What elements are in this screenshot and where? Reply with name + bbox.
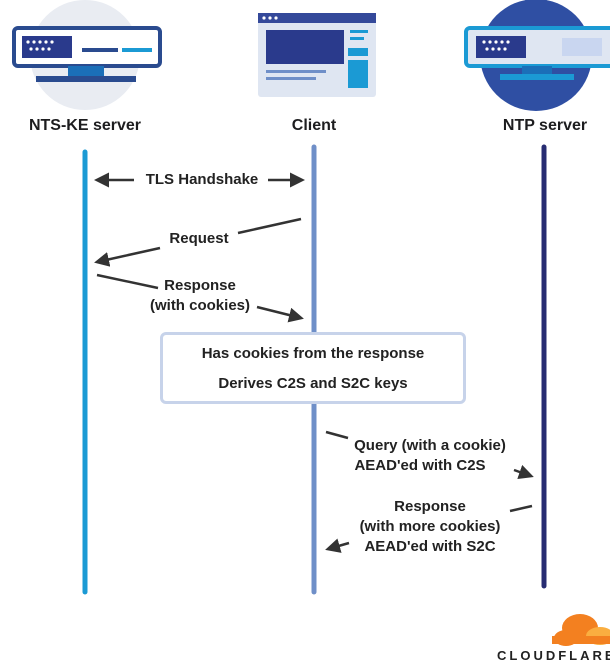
resp2-arrow-tail [509,504,533,513]
request-label: Request [169,230,229,247]
query-label-line2: AEAD'ed with C2S [354,457,486,474]
resp2-label-line2: (with more cookies) [359,518,501,535]
ntp-server-label: NTP server [502,117,588,134]
box-line-keys: Derives C2S and S2C keys [218,375,408,392]
tls-handshake-label: TLS Handshake [145,171,259,188]
resp2-arrow-head [325,538,350,553]
request-arrow-tail [237,217,302,235]
client-label: Client [291,117,337,134]
resp2-label-line3: AEAD'ed with S2C [364,538,496,555]
cloudflare-logo-text: CLOUDFLARE [497,648,610,663]
nts-ke-server-label: NTS-KE server [28,117,142,134]
client-icon [258,13,376,97]
response-arrow-tail [96,273,159,290]
response-label-line1: Response [164,277,236,294]
cloudflare-cloud-icon [552,614,610,646]
box-line-cookies: Has cookies from the response [201,345,425,362]
resp2-label-line1: Response [394,498,466,515]
query-label-line1: Query (with a cookie) [354,437,506,454]
client-processing-box: Has cookies from the response Derives C2… [160,332,466,404]
response-label-line2: (with cookies) [149,297,250,314]
ntp-server-icon [464,0,610,111]
request-arrow-head [94,246,161,267]
response-arrow-head [256,305,304,323]
query-arrow-tail [325,430,349,440]
nts-ke-server-icon [12,0,162,110]
query-arrow-head [513,464,534,480]
